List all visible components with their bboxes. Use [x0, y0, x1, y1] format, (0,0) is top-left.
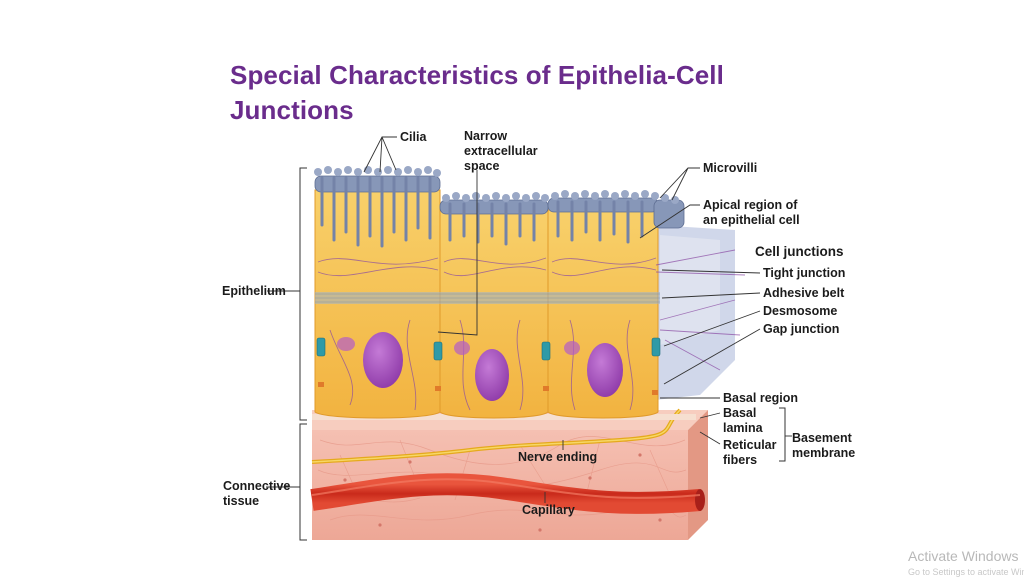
side-cell: [655, 225, 735, 400]
gap-junctions: [318, 382, 658, 395]
label-apical-region: Apical region of an epithelial cell: [703, 198, 800, 228]
label-connective-line1: Connective: [223, 479, 291, 493]
activation-watermark-subtext: Go to Settings to activate Windows.: [908, 567, 1024, 577]
label-cell-junctions: Cell junctions: [755, 244, 844, 259]
label-apical-line1: Apical region of: [703, 198, 798, 212]
label-basal-lamina: Basal lamina: [723, 406, 763, 436]
brackets: [299, 167, 786, 541]
desmosomes: [316, 337, 661, 361]
label-basement-line1: Basement: [792, 431, 852, 445]
label-connective-line2: tissue: [223, 494, 260, 508]
label-capillary: Capillary: [522, 503, 575, 517]
label-epithelium: Epithelium: [222, 284, 286, 298]
label-gap-junction: Gap junction: [763, 322, 840, 336]
label-basement-line2: membrane: [792, 446, 856, 460]
label-narrow-line2: extracellular: [464, 144, 538, 158]
label-reticular-line2: fibers: [723, 453, 758, 467]
label-basal-lamina-line1: Basal: [723, 406, 757, 420]
label-narrow-space: Narrow extracellular space: [464, 129, 538, 174]
label-basal-region: Basal region: [723, 391, 799, 405]
nuclei: [337, 332, 623, 401]
label-apical-line2: an epithelial cell: [703, 213, 800, 227]
activation-watermark: Activate Windows: [908, 548, 1019, 564]
capillary-vessel: [310, 473, 705, 514]
label-tight-junction: Tight junction: [763, 266, 846, 280]
label-basement-membrane: Basement membrane: [792, 431, 855, 461]
label-connective-tissue: Connective tissue: [223, 479, 290, 509]
slide-title-line1: Special Characteristics of Epithelia-Cel…: [230, 60, 724, 90]
label-desmosome: Desmosome: [763, 304, 838, 318]
label-reticular-line1: Reticular: [723, 438, 777, 452]
label-narrow-line3: space: [464, 159, 500, 173]
slide-title: Special Characteristics of Epithelia-Cel…: [230, 58, 830, 128]
label-narrow-line1: Narrow: [464, 129, 508, 143]
leader-lines: [266, 136, 792, 503]
connective-tissue-block: [312, 410, 708, 540]
filaments: [317, 249, 746, 411]
label-nerve-ending: Nerve ending: [518, 450, 598, 464]
label-cilia: Cilia: [400, 130, 427, 144]
label-microvilli: Microvilli: [703, 161, 758, 175]
epithelial-cells: [314, 189, 659, 419]
slide-title-line2: Junctions: [230, 95, 354, 125]
label-reticular-fibers: Reticular fibers: [723, 438, 777, 468]
label-basal-lamina-line2: lamina: [723, 421, 763, 435]
label-adhesive-belt: Adhesive belt: [763, 286, 845, 300]
